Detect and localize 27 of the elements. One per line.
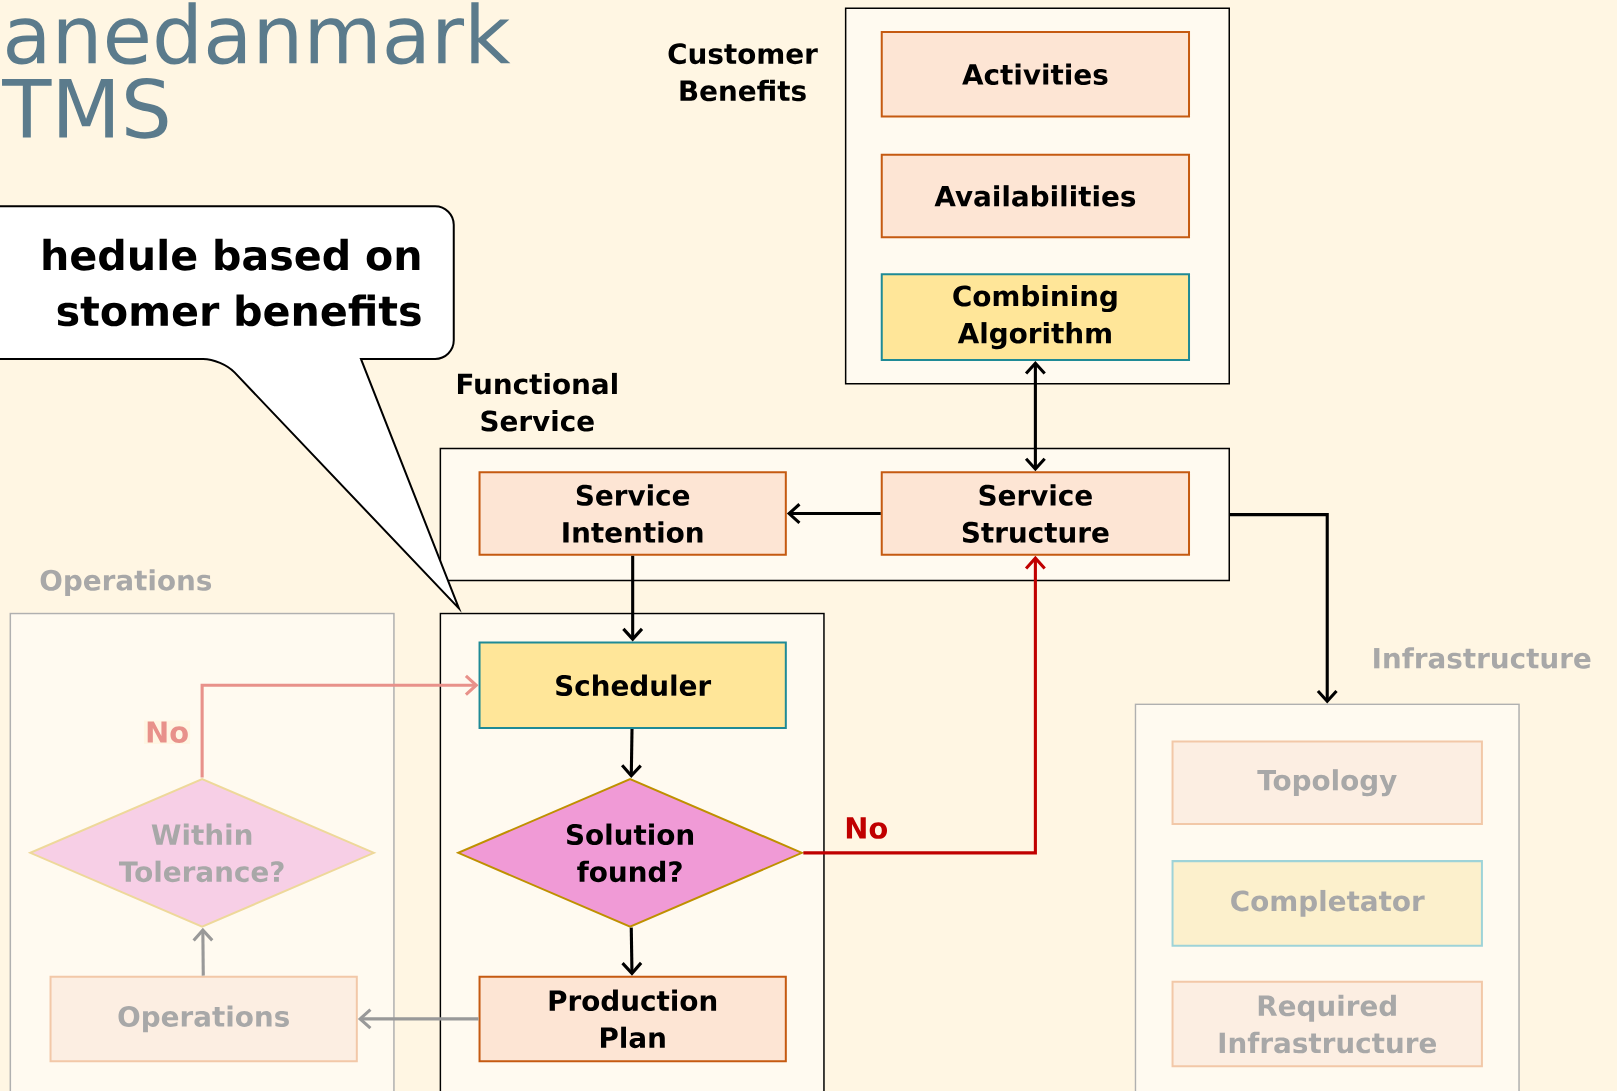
arrow xyxy=(621,927,643,976)
arrow xyxy=(1230,513,1338,704)
process-box: Production Plan xyxy=(478,975,787,1063)
process-box: Availabilities xyxy=(880,153,1190,239)
title: anedanmark TMS xyxy=(2,2,511,139)
arrow xyxy=(1024,360,1046,472)
process-box: Activities xyxy=(880,30,1190,118)
edge-label: No xyxy=(846,817,888,839)
arrow xyxy=(803,555,1046,855)
process-box: Service Structure xyxy=(880,471,1190,556)
process-box: Completator xyxy=(1171,860,1483,947)
arrow xyxy=(786,503,881,524)
edge-label: No xyxy=(147,721,188,743)
process-box: Scheduler xyxy=(478,641,787,730)
process-box: Topology xyxy=(1171,740,1483,825)
arrow xyxy=(357,1008,479,1030)
arrow xyxy=(192,927,214,976)
node-label: Customer Benefits xyxy=(668,43,818,102)
arrow xyxy=(622,555,644,642)
process-box: Required Infrastructure xyxy=(1171,980,1483,1068)
process-box: Operations xyxy=(49,975,358,1063)
arrow xyxy=(620,729,642,779)
process-box: Combining Algorithm xyxy=(880,273,1190,361)
node-label: Infrastructure xyxy=(1374,647,1591,669)
process-box: Service Intention xyxy=(478,471,787,556)
node-label: Functional Service xyxy=(457,372,617,432)
arrow xyxy=(200,674,479,778)
